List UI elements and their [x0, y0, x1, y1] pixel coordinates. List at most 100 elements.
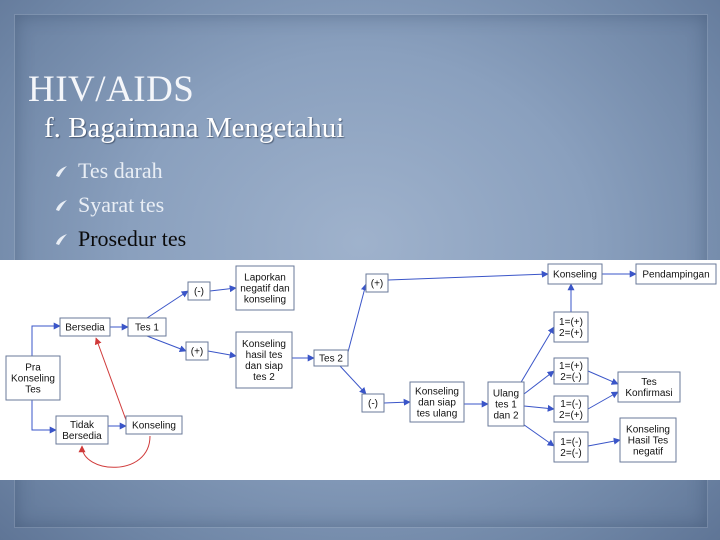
node-box	[487, 381, 525, 427]
bullet-item: Tes darah	[54, 154, 186, 188]
node-label: Konseling	[415, 387, 459, 398]
node-label: dan siap	[418, 398, 456, 409]
node-label: Tes	[641, 377, 657, 388]
slide-subtitle: f. Bagaimana Mengetahui	[44, 112, 345, 144]
node-label: (-)	[368, 399, 378, 410]
node-box	[553, 311, 589, 343]
bullet-icon	[56, 166, 67, 177]
node-box	[235, 265, 295, 311]
flow-arrow-ulang-to-r2	[523, 370, 555, 395]
flow-arrow-pra-to-bersedia	[31, 322, 61, 356]
node-box	[313, 349, 349, 367]
bullet-text: Tes darah	[78, 158, 163, 183]
node-label: Konseling	[242, 339, 286, 350]
flow-arrow-ulang-to-r4	[519, 421, 555, 447]
flow-arrow-neg1-to-laporkan	[209, 285, 237, 293]
flow-arrow-tes2-to-pos2	[347, 283, 368, 353]
flow-arrow-r2-to-konfirmasi	[587, 370, 619, 385]
flow-arrow-r3-to-konfirmasi	[587, 391, 619, 410]
node-label: tes ulang	[417, 409, 458, 420]
node-label: Konseling	[626, 425, 670, 436]
node-label: Bersedia	[65, 323, 105, 334]
node-label: Ulang	[493, 389, 519, 400]
node-box	[187, 281, 211, 301]
flow-arrow-konseling-to-bersedia	[94, 337, 127, 421]
node-box	[619, 417, 677, 463]
flow-arrow-konseling-loop	[78, 435, 151, 468]
node-neg1: (-)	[187, 281, 211, 301]
node-label: Konseling	[553, 270, 597, 281]
node-pos2: (+)	[365, 273, 389, 293]
node-pendampingan: Pendampingan	[635, 263, 717, 285]
node-label: 2=(+)	[559, 410, 583, 421]
node-tes2: Tes 2	[313, 349, 349, 367]
node-label: tes 1	[495, 400, 517, 411]
node-label: Konseling	[132, 421, 176, 432]
flow-arrow-tes1-to-neg1	[146, 290, 189, 319]
flowchart-canvas: PraKonselingTesBersediaTidakBersediaKons…	[5, 263, 717, 468]
node-label: 2=(-)	[560, 448, 581, 459]
node-label: 2=(+)	[559, 328, 583, 339]
node-label: 1=(+)	[559, 317, 583, 328]
node-box	[59, 317, 111, 337]
flow-arrow-r4-to-negatif	[587, 437, 621, 447]
node-label: (+)	[191, 347, 204, 358]
bullet-text: Prosedur tes	[78, 226, 187, 251]
node-box	[185, 341, 209, 361]
bullet-list: Tes darah Syarat tes Prosedur tes	[54, 154, 186, 256]
bullet-icon	[56, 200, 67, 211]
node-box	[553, 395, 589, 423]
node-konseling1: Konseling	[125, 415, 183, 435]
node-label: negatif	[633, 447, 663, 458]
flow-arrow-neg2-to-konsUlang	[383, 398, 411, 406]
node-label: dan 2	[493, 411, 518, 422]
node-label: Hasil Tes	[628, 436, 668, 447]
bullet-item: Syarat tes	[54, 188, 186, 222]
node-r1: 1=(+)2=(+)	[553, 311, 589, 343]
node-label: (+)	[371, 279, 384, 290]
flow-arrow-pos1-to-konsHasil	[207, 350, 237, 359]
node-pos1: (+)	[185, 341, 209, 361]
bullet-item: Prosedur tes	[54, 222, 186, 256]
flow-arrow-pra-to-tidak	[31, 400, 57, 434]
node-bersedia: Bersedia	[59, 317, 111, 337]
node-label: hasil tes	[246, 350, 283, 361]
node-box	[409, 381, 465, 423]
node-box	[5, 355, 61, 401]
node-box	[635, 263, 717, 285]
node-box	[553, 357, 589, 385]
flow-arrow-tes2-to-neg2	[339, 365, 367, 395]
node-box	[365, 273, 389, 293]
node-tes1: Tes 1	[127, 317, 167, 337]
node-label: Pra	[25, 363, 41, 374]
node-label: negatif dan	[240, 284, 290, 295]
bullet-icon	[56, 234, 67, 245]
node-label: Tes	[25, 385, 41, 396]
node-box	[55, 415, 109, 445]
node-box	[125, 415, 183, 435]
node-label: Tidak	[70, 420, 95, 431]
node-r2: 1=(+)2=(-)	[553, 357, 589, 385]
node-neg2: (-)	[361, 393, 385, 413]
slide-title: HIV/AIDS	[28, 69, 195, 110]
node-box	[617, 371, 681, 403]
node-label: 1=(-)	[560, 399, 581, 410]
node-label: tes 2	[253, 372, 275, 383]
node-box	[235, 331, 293, 389]
node-label: 1=(+)	[559, 361, 583, 372]
flow-arrow-ulang-to-r1	[519, 326, 555, 385]
node-r3: 1=(-)2=(+)	[553, 395, 589, 423]
node-box	[361, 393, 385, 413]
node-label: dan siap	[245, 361, 283, 372]
bullet-text: Syarat tes	[78, 192, 165, 217]
node-label: Konseling	[11, 374, 55, 385]
flow-arrow-tes1-to-pos1	[146, 335, 187, 353]
